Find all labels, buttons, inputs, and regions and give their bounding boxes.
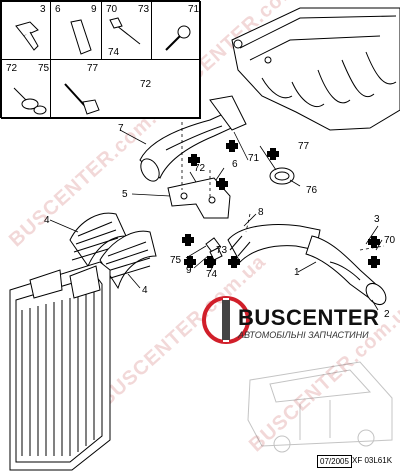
callout-73[interactable]: 73	[216, 245, 228, 256]
legend-cell-3[interactable]: 3	[1, 1, 51, 60]
diagram-date: 07/2005	[317, 455, 352, 468]
callout-5[interactable]: 5	[122, 189, 128, 200]
callout-9[interactable]: 9	[186, 265, 192, 276]
diagram-code: XF 03L61K	[352, 456, 393, 465]
callout-3[interactable]: 3	[374, 214, 380, 225]
flange-bolt-icon	[64, 83, 100, 115]
hose-8	[227, 224, 321, 263]
callout-1[interactable]: 1	[294, 267, 300, 278]
legend-cell-70-73-74[interactable]: 70 73 74	[101, 1, 152, 60]
legend-label: 70	[106, 4, 118, 15]
legend-cell-6-9[interactable]: 6 9	[50, 1, 102, 60]
intake-manifold	[231, 7, 400, 131]
callout-72[interactable]: 72	[140, 79, 152, 90]
legend-cell-71[interactable]: 71	[151, 1, 201, 60]
nut-bolt-icon	[13, 87, 47, 115]
legend-label: 72	[6, 63, 18, 74]
legend-cell-77[interactable]: 77	[50, 59, 201, 119]
pipe-7	[139, 95, 247, 182]
callout-4[interactable]: 4	[142, 285, 148, 296]
bus-illustration	[247, 361, 393, 453]
callout-74[interactable]: 74	[206, 269, 218, 280]
callout-77[interactable]: 77	[298, 141, 310, 152]
legend-label: 3	[40, 4, 46, 15]
callout-4[interactable]: 4	[44, 215, 50, 226]
legend-label: 77	[87, 63, 99, 74]
stud-icon	[70, 19, 92, 55]
callout-70[interactable]: 70	[384, 235, 396, 246]
callout-72[interactable]: 72	[194, 163, 206, 174]
legend-label: 6	[55, 4, 61, 15]
legend-label: 9	[91, 4, 97, 15]
callout-71[interactable]: 71	[248, 153, 260, 164]
screw-icon	[165, 25, 191, 51]
callout-6[interactable]: 6	[232, 159, 238, 170]
intercooler	[9, 261, 111, 471]
legend-label: 73	[138, 4, 150, 15]
callout-2[interactable]: 2	[384, 309, 390, 320]
legend-label: 75	[38, 63, 50, 74]
bolt-washer-icon	[109, 17, 141, 45]
legend-cell-72-75[interactable]: 72 75	[1, 59, 51, 119]
callout-8[interactable]: 8	[258, 207, 264, 218]
callout-75[interactable]: 75	[170, 255, 182, 266]
pipe-1	[305, 235, 387, 306]
legend-label: 74	[108, 47, 120, 58]
bolt-icon	[15, 21, 39, 51]
buscenter-logo	[202, 296, 250, 344]
legend-label: 71	[188, 4, 200, 15]
brand-name: BUSCENTER	[238, 305, 380, 330]
hose-4-lower	[99, 230, 157, 290]
fastener-markers	[176, 70, 380, 268]
fastener-legend: 3 6 9 70 73 74 71	[0, 0, 201, 119]
callout-7[interactable]: 7	[118, 123, 124, 134]
callout-76[interactable]: 76	[306, 185, 318, 196]
brand-subtitle: АВТОМОБІЛЬНІ ЗАПЧАСТИНИ	[238, 330, 369, 340]
hose-clip-76	[269, 167, 295, 185]
